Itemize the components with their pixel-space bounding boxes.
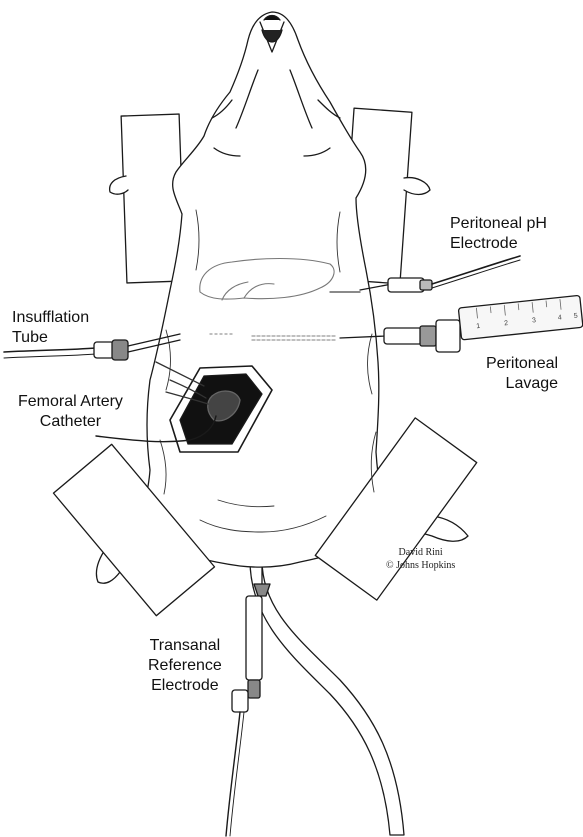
label-line: Peritoneal pH bbox=[450, 214, 547, 234]
front-paw-right bbox=[404, 178, 430, 195]
label-transanal-reference-electrode: Transanal Reference Electrode bbox=[148, 636, 222, 696]
label-peritoneal-lavage: Peritoneal Lavage bbox=[486, 354, 558, 394]
front-paw-left bbox=[110, 176, 128, 194]
label-line: Lavage bbox=[486, 374, 558, 394]
artist-credit: David Rini © Johns Hopkins bbox=[386, 546, 455, 572]
rat-body bbox=[140, 12, 390, 567]
credit-artist: David Rini bbox=[386, 546, 455, 559]
label-line: Transanal bbox=[148, 636, 222, 656]
label-line: Tube bbox=[12, 328, 89, 348]
label-line: Femoral Artery bbox=[18, 392, 123, 412]
label-peritoneal-ph-electrode: Peritoneal pH Electrode bbox=[450, 214, 547, 254]
credit-institution: © Johns Hopkins bbox=[386, 559, 455, 572]
label-line: Peritoneal bbox=[486, 354, 558, 374]
label-femoral-artery-catheter: Femoral Artery Catheter bbox=[18, 392, 123, 432]
label-line: Electrode bbox=[450, 234, 547, 254]
label-insufflation-tube: Insufflation Tube bbox=[12, 308, 89, 348]
label-line: Insufflation bbox=[12, 308, 89, 328]
label-line: Electrode bbox=[148, 676, 222, 696]
label-line: Reference bbox=[148, 656, 222, 676]
label-line: Catheter bbox=[18, 412, 123, 432]
rat-tail bbox=[250, 560, 404, 835]
